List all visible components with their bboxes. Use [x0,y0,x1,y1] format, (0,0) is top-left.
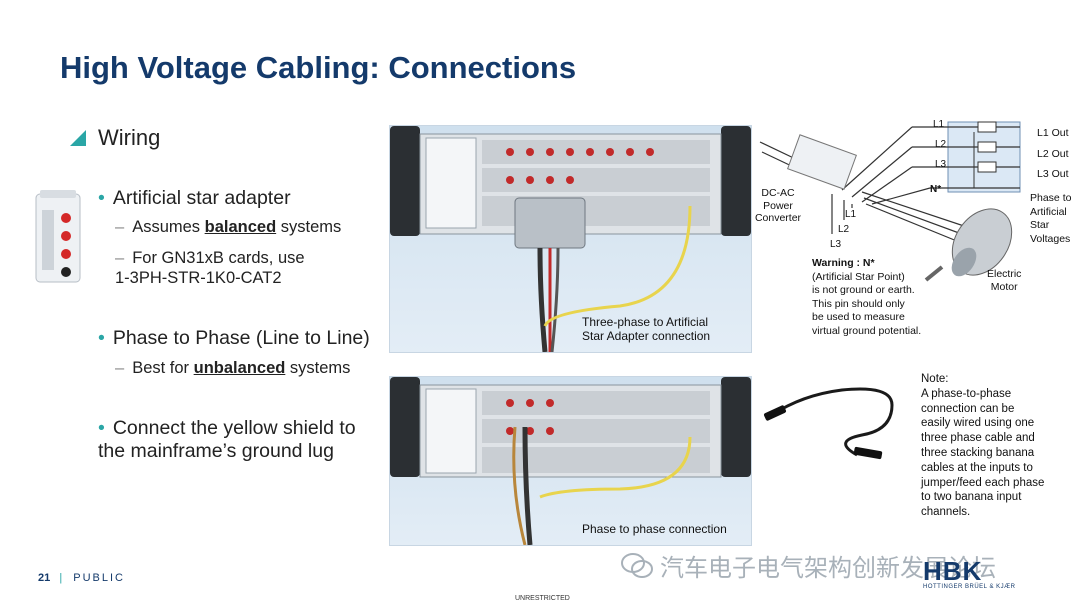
bullet-artificial-star: •Artificial star adapter [98,187,291,209]
label-l3-lower: L3 [830,239,842,250]
banana-cable-photo [763,387,894,460]
classification-label: UNRESTRICTED [515,595,570,602]
triangle-bullet-icon [70,130,86,146]
section-heading: Wiring [70,125,160,151]
footer-divider: | [59,572,65,584]
sub-bullet-balanced: –Assumes balanced systems [115,218,342,236]
sub-bullet-unbalanced: –Best for unbalanced systems [115,359,351,377]
label-l1-out: L1 Out [1037,127,1069,139]
star-adapter-photo [35,190,81,283]
label-n-star: N* [930,184,942,195]
hbk-logo: HBK HOTTINGER BRÜEL & KJÆR [923,558,1015,590]
bottom-connection-photo: Phase to phase connection [389,376,752,546]
warning-star-point: Warning : N* (Artificial Star Point) is … [812,257,922,337]
bullet-phase-to-phase: •Phase to Phase (Line to Line) [98,327,370,349]
label-l2-lower: L2 [838,224,850,235]
heading-text: Wiring [98,125,161,150]
label-l3-out: L3 Out [1037,168,1069,180]
public-label: PUBLIC [73,572,125,584]
sub-bullet-gn31: –For GN31xB cards, use 1-3PH-STR-1K0-CAT… [115,249,305,287]
page-title: High Voltage Cabling: Connections [60,50,577,85]
label-l2: L2 [935,139,947,150]
wechat-icon [621,552,653,578]
logo-subtext: HOTTINGER BRÜEL & KJÆR [923,584,1016,590]
bottom-caption: Phase to phase connection [582,522,727,536]
footer-page-label: 21 | PUBLIC [38,572,125,584]
watermark: 汽车电子电气架构创新发展论坛 [620,548,996,583]
mainframe-illustration-top [390,126,751,353]
label-l2-out: L2 Out [1037,148,1069,160]
phase-to-phase-note: Note: A phase-to-phase connection can be… [921,373,1045,519]
logo-text: HBK [923,556,983,586]
bullet-yellow-shield: •Connect the yellow shield to the mainfr… [98,417,356,462]
watermark-text: 汽车电子电气架构创新发展论坛 [660,555,996,582]
mainframe-illustration-bottom [390,377,751,546]
label-l1-lower: L1 [845,209,857,220]
page-number: 21 [38,572,51,584]
label-l3: L3 [935,159,947,170]
label-l1: L1 [933,119,945,130]
star-point-wiring-diagram [759,121,1021,282]
